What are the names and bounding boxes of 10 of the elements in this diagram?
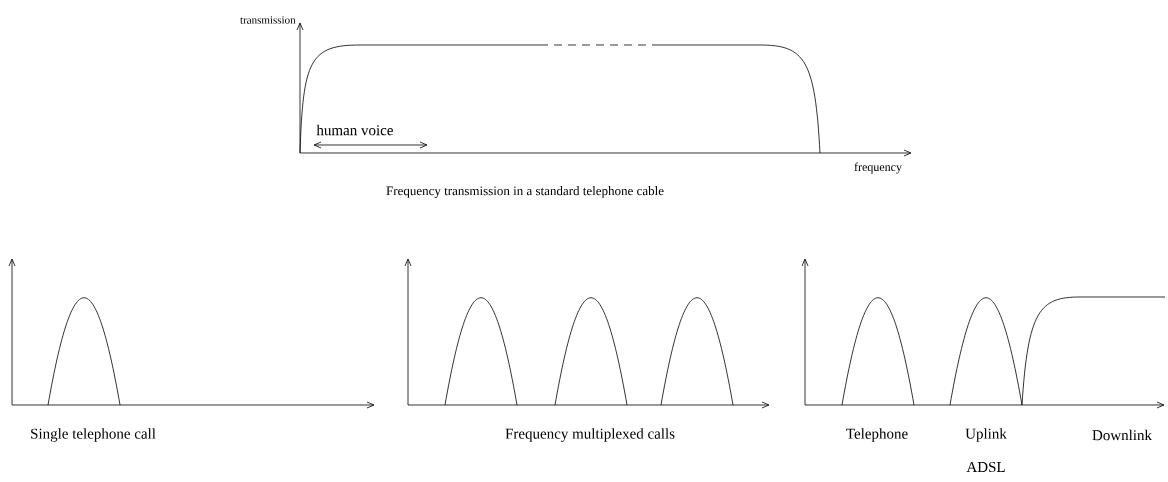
annotation-label: human voice (316, 124, 393, 136)
caption: Frequency multiplexed calls (505, 428, 675, 442)
axis-label: transmission (240, 16, 296, 24)
axis-label: frequency (854, 162, 902, 174)
band-label: Downlink (1092, 429, 1152, 441)
band-label: Telephone (846, 428, 908, 442)
caption: Frequency transmission in a standard telephone cable (386, 186, 664, 198)
band-label: ADSL (966, 461, 1005, 473)
band-label: Uplink (965, 428, 1007, 442)
caption: Single telephone call (31, 428, 156, 442)
